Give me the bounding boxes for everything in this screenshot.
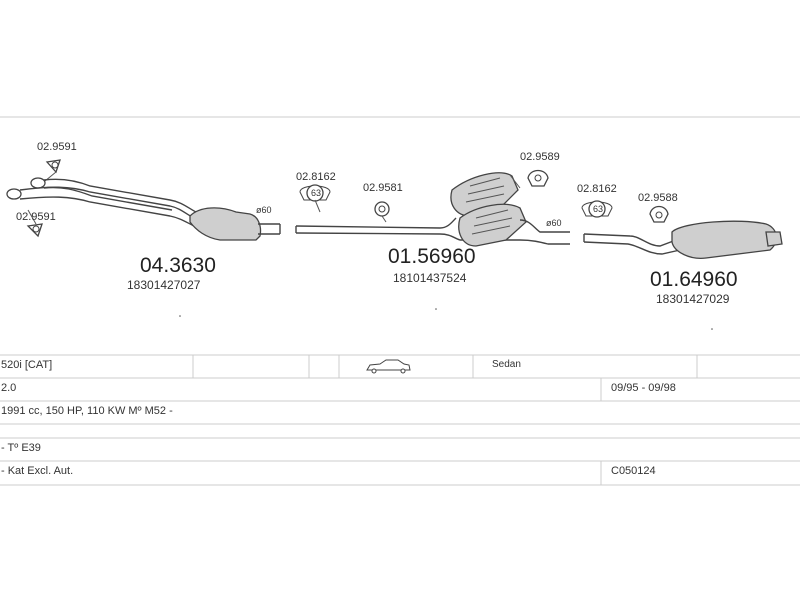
flange-bottom-icon	[26, 223, 43, 238]
catalog-code: C050124	[611, 465, 656, 477]
engine-size: 2.0	[1, 382, 17, 394]
svg-text:63: 63	[311, 188, 321, 198]
clip-label-mid-hanger: 02.9581	[363, 182, 403, 194]
dot-rear	[711, 328, 713, 330]
leader-mid-top	[509, 174, 521, 189]
flange-top-icon	[45, 159, 61, 174]
front-oem-number: 18301427027	[127, 278, 201, 292]
hanger-rear-icon	[649, 205, 669, 223]
clamp-mid-icon: 63	[299, 184, 331, 202]
clip-label-front-top: 02.9591	[37, 141, 77, 153]
clamp-rear-icon: 63	[581, 200, 613, 218]
rear-pipe	[583, 220, 783, 259]
clip-label-rear-hanger: 02.9588	[638, 192, 678, 204]
front-diameter: ø60	[256, 205, 272, 215]
rear-oem-number: 18301427029	[656, 292, 730, 306]
middle-diameter: ø60	[546, 218, 562, 228]
leader-mid-clamp	[314, 199, 321, 213]
dot-middle	[435, 308, 437, 310]
middle-pipe	[295, 172, 570, 247]
rear-part-code: 01.64960	[650, 268, 738, 291]
vehicle-notes: - Kat Excl. Aut.	[1, 465, 74, 477]
chassis-code: - Tº E39	[1, 442, 41, 454]
production-years: 09/95 - 09/98	[611, 382, 676, 394]
clip-label-mid-clamp: 02.8162	[296, 171, 336, 183]
engine-details: 1991 cc, 150 HP, 110 KW Mº M52 -	[1, 405, 173, 417]
front-part-code: 04.3630	[140, 254, 216, 277]
clip-label-front-bottom: 02.9591	[16, 211, 56, 223]
info-table-grid	[0, 354, 800, 486]
vehicle-body-type: Sedan	[492, 359, 521, 370]
dot-front	[179, 315, 181, 317]
inlet-rings	[6, 177, 46, 200]
leader-front-bottom	[27, 209, 37, 225]
hanger-top-icon	[527, 169, 549, 187]
middle-oem-number: 18101437524	[393, 271, 467, 285]
clip-label-rear-clamp: 02.8162	[577, 183, 617, 195]
clip-label-mid-top: 02.9589	[520, 151, 560, 163]
sedan-car-icon	[366, 359, 411, 374]
middle-part-code: 01.56960	[388, 245, 476, 268]
front-pipe	[19, 178, 281, 241]
hanger-mid-icon	[374, 201, 390, 217]
leader-mid-hanger	[381, 215, 387, 223]
svg-text:63: 63	[593, 204, 603, 214]
vehicle-model: 520i [CAT]	[1, 359, 53, 371]
